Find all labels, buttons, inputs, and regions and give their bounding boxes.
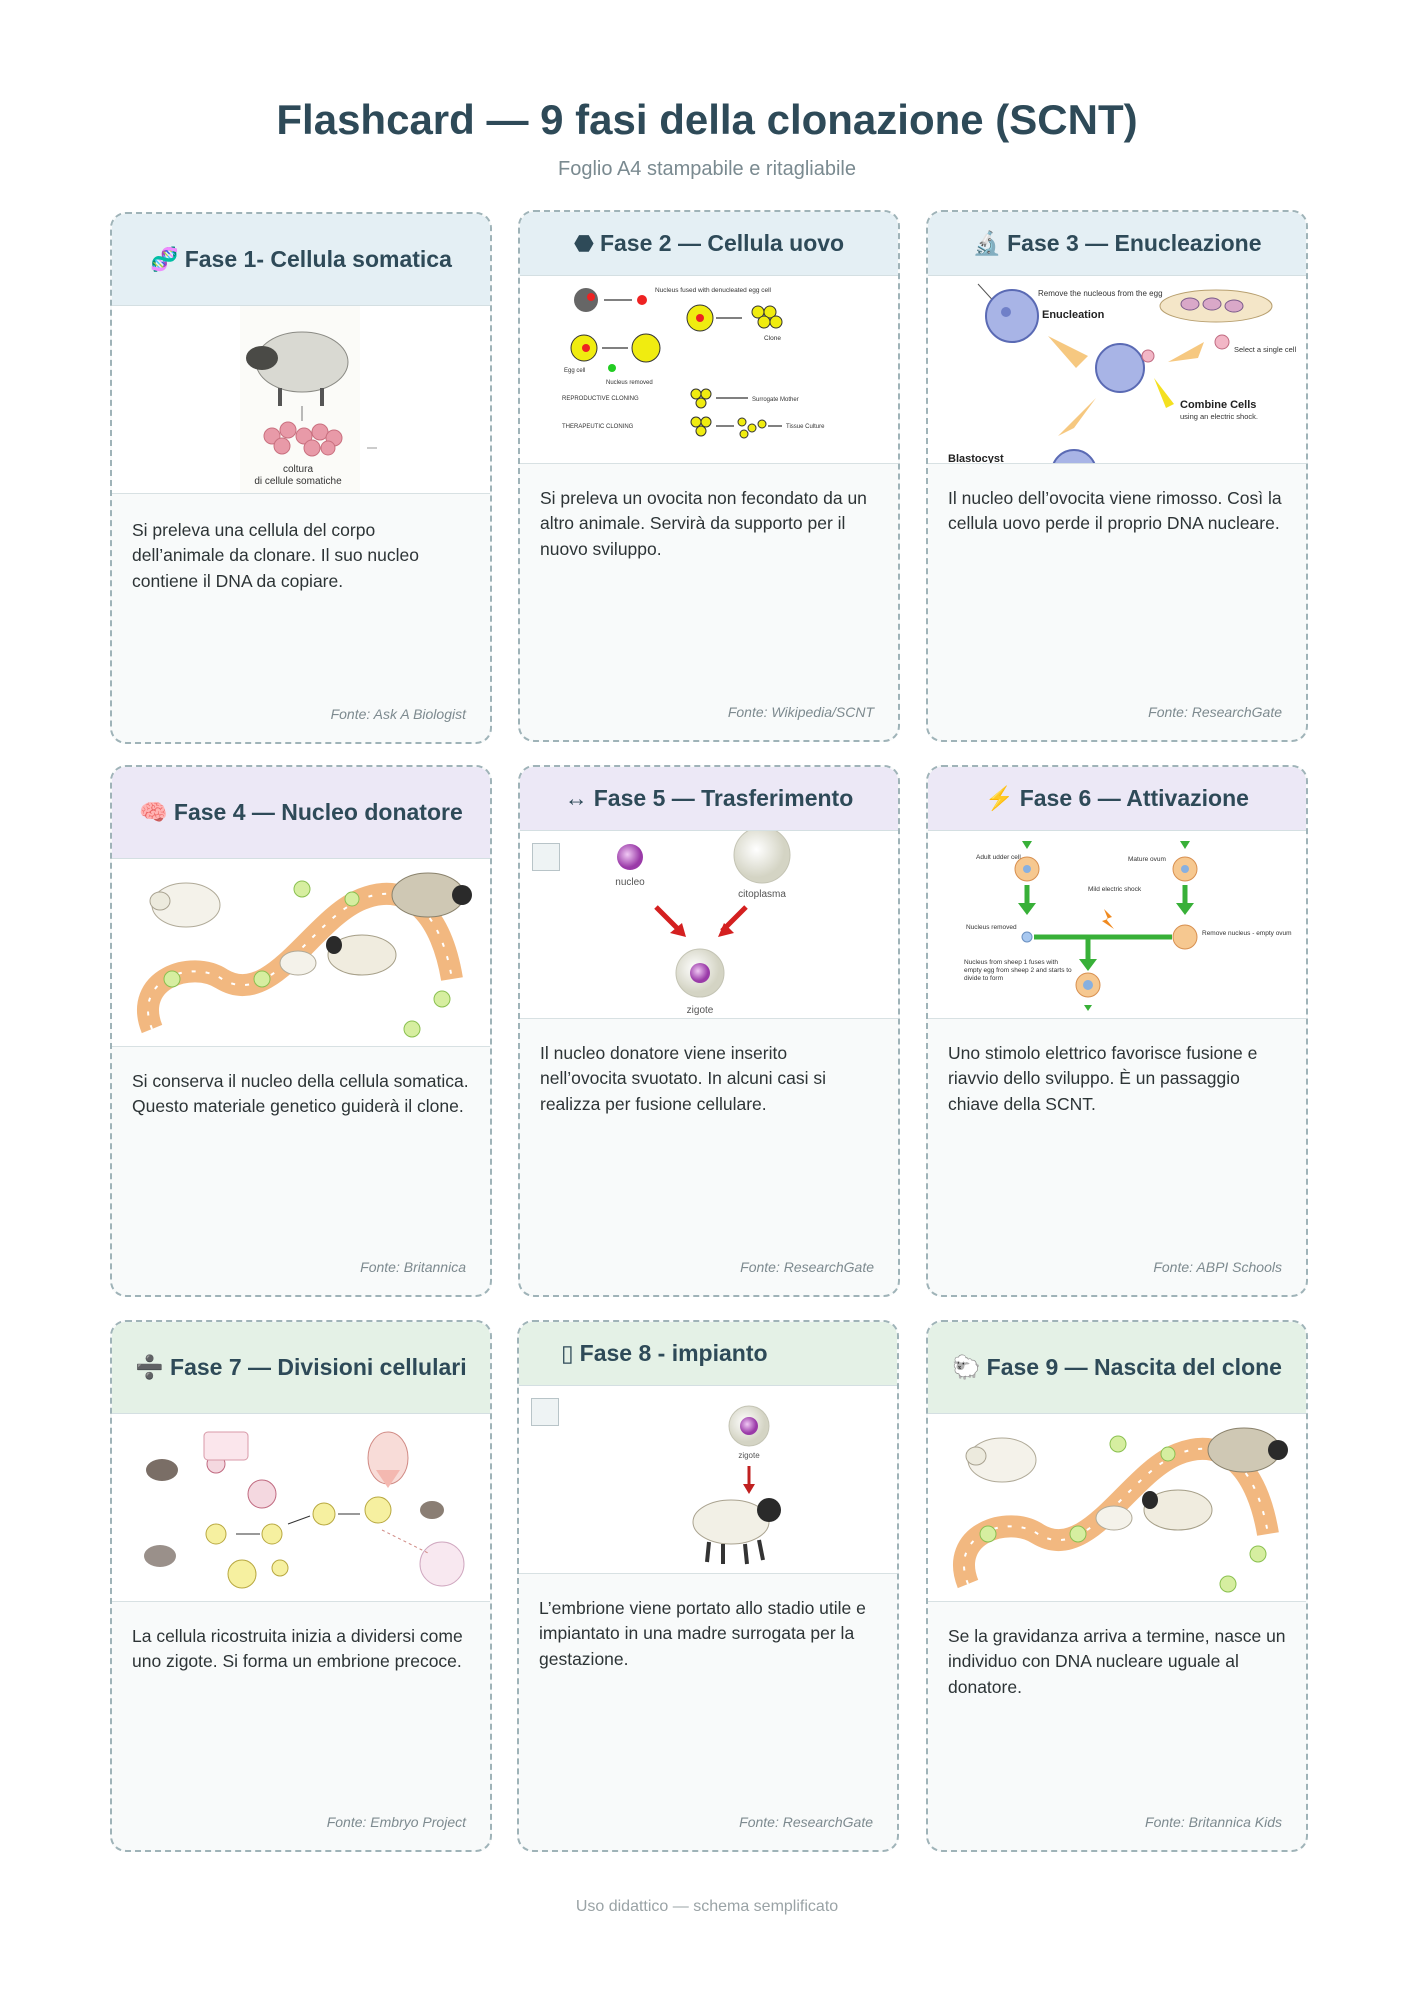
card-header: ⚡ Fase 6 — Attivazione	[928, 767, 1306, 831]
card-title: Fase 3 — Enucleazione	[1007, 229, 1262, 256]
flashcard-fase-7: ➗ Fase 7 — Divisioni cellulari La cellul…	[110, 1320, 492, 1852]
image-label: Remove nucleus - empty ovum	[1202, 930, 1292, 937]
card-text: Si conserva il nucleo della cellula soma…	[132, 1071, 469, 1117]
card-header: 🔬 Fase 3 — Enucleazione	[928, 212, 1306, 276]
image-label: Remove the nucleous from the egg	[1038, 289, 1163, 298]
card-illustration	[112, 1414, 490, 1602]
image-label: REPRODUCTIVE CLONING	[562, 396, 639, 402]
card-header: ▯ Fase 8 - impianto	[519, 1322, 897, 1386]
image-label: nucleo	[615, 877, 645, 888]
image-label: zigote	[687, 1005, 714, 1016]
broken-image-icon	[532, 843, 560, 871]
card-title: Fase 7 — Divisioni cellulari	[170, 1353, 467, 1380]
image-label: Adult udder cell	[976, 854, 1021, 861]
flashcard-fase-9: 🐑 Fase 9 — Nascita del clone Se la gravi…	[926, 1320, 1308, 1852]
card-source: Fonte: ResearchGate	[739, 1814, 873, 1830]
card-header: ↔ Fase 5 — Trasferimento	[520, 767, 898, 831]
card-title: Fase 1- Cellula somatica	[184, 245, 452, 272]
card-title: Fase 9 — Nascita del clone	[986, 1353, 1282, 1380]
card-text: Si preleva una cellula del corpo dell’an…	[132, 520, 419, 591]
card-illustration	[928, 1414, 1306, 1602]
image-label: Nucleus fused with denucleated egg cell	[655, 287, 772, 294]
image-label: Mild electric shock	[1088, 886, 1142, 893]
card-title: Fase 8 - impianto	[579, 1339, 768, 1366]
flashcard-fase-1: 🧬 Fase 1- Cellula somatica coltura di ce…	[110, 212, 492, 744]
page-title: Flashcard — 9 fasi della clonazione (SCN…	[276, 96, 1138, 143]
image-label: Nucleus removed	[606, 380, 653, 386]
card-text: Uno stimolo elettrico favorisce fusione …	[948, 1043, 1258, 1114]
card-source: Fonte: Ask A Biologist	[330, 706, 466, 722]
flashcard-fase-2: ⬣ Fase 2 — Cellula uovo Nucleus fused wi…	[518, 210, 900, 742]
card-title: Fase 5 — Trasferimento	[593, 784, 854, 811]
card-illustration: coltura di cellule somatiche	[112, 306, 490, 494]
image-label: Nucleus removed	[966, 924, 1017, 931]
image-label: Nucleus from sheep 1 fuses with empty eg…	[964, 959, 1072, 983]
flashcard-fase-3: 🔬 Fase 3 — Enucleazione Remove the nucle…	[926, 210, 1308, 742]
flashcard-fase-5: ↔ Fase 5 — Trasferimento nucleo citoplas…	[518, 765, 900, 1297]
card-header: ➗ Fase 7 — Divisioni cellulari	[112, 1322, 490, 1414]
card-text: Se la gravidanza arriva a termine, nasce…	[948, 1626, 1286, 1697]
card-illustration: Adult udder cell Mature ovum Mild electr…	[928, 831, 1306, 1019]
image-label: THERAPEUTIC CLONING	[562, 424, 634, 430]
card-source: Fonte: Britannica Kids	[1145, 1814, 1282, 1830]
image-label: Clone	[764, 335, 781, 342]
card-illustration	[112, 859, 490, 1047]
brain-icon: 🧠	[139, 798, 168, 825]
card-source: Fonte: Wikipedia/SCNT	[727, 704, 874, 720]
image-label: Blastocyst	[948, 453, 1004, 464]
card-illustration: zigote	[519, 1386, 897, 1574]
card-header: ⬣ Fase 2 — Cellula uovo	[520, 212, 898, 276]
image-label: Select a single cell	[1234, 345, 1296, 354]
card-illustration: Nucleus fused with denucleated egg cell …	[520, 276, 898, 464]
card-title: Fase 4 — Nucleo donatore	[173, 798, 463, 825]
flashcard-fase-6: ⚡ Fase 6 — Attivazione Adult udder cell …	[926, 765, 1308, 1297]
card-title: Fase 6 — Attivazione	[1019, 784, 1249, 811]
image-label: Egg cell	[564, 368, 585, 374]
page-footer: Uso didattico — schema semplificato	[575, 1898, 839, 1915]
image-label: Surrogate Mother	[752, 397, 799, 403]
card-title: Fase 2 — Cellula uovo	[599, 229, 845, 256]
card-text: L’embrione viene portato allo stadio uti…	[539, 1598, 866, 1669]
microscope-icon: 🔬	[972, 229, 1002, 256]
image-label: Combine Cells	[1180, 399, 1256, 411]
card-illustration: Remove the nucleous from the egg Enuclea…	[928, 276, 1306, 464]
dna-icon: 🧬	[150, 245, 179, 272]
flashcard-fase-8: ▯ Fase 8 - impianto zigote L’embrione vi…	[517, 1320, 899, 1852]
image-label: Mature ovum	[1128, 856, 1166, 863]
lightning-icon: ⚡	[985, 784, 1014, 811]
card-text: Si preleva un ovocita non fecondato da u…	[540, 488, 867, 559]
card-source: Fonte: ResearchGate	[740, 1259, 874, 1275]
image-caption: di cellule somatiche	[254, 476, 342, 487]
divide-icon: ➗	[135, 1353, 165, 1380]
broken-image-icon	[531, 1398, 559, 1426]
card-text: Il nucleo donatore viene inserito nell’o…	[540, 1043, 826, 1114]
flashcard-fase-4: 🧠 Fase 4 — Nucleo donatore Si conserva i…	[110, 765, 492, 1297]
image-label: Enucleation	[1042, 309, 1105, 321]
page-subtitle: Foglio A4 stampabile e ritagliabile	[558, 158, 856, 180]
card-text: Il nucleo dell’ovocita viene rimosso. Co…	[948, 488, 1282, 534]
image-label: Tissue Culture	[786, 424, 825, 430]
card-illustration: nucleo citoplasma zigote	[520, 831, 898, 1019]
card-source: Fonte: ResearchGate	[1148, 704, 1282, 720]
card-source: Fonte: Britannica	[360, 1259, 466, 1275]
card-header: 🧬 Fase 1- Cellula somatica	[112, 214, 490, 306]
card-text: La cellula ricostruita inizia a dividers…	[132, 1626, 463, 1672]
image-label: using an electric shock.	[1180, 412, 1258, 421]
card-header: 🐑 Fase 9 — Nascita del clone	[928, 1322, 1306, 1414]
card-source: Fonte: Embryo Project	[326, 1814, 466, 1830]
missing-glyph-icon: ▯	[561, 1339, 574, 1366]
card-header: 🧠 Fase 4 — Nucleo donatore	[112, 767, 490, 859]
card-source: Fonte: ABPI Schools	[1153, 1259, 1282, 1275]
sheep-icon: 🐑	[952, 1353, 981, 1380]
arrows-horizontal-icon: ↔	[564, 784, 588, 811]
image-label: zigote	[738, 1451, 760, 1460]
image-label: citoplasma	[738, 889, 786, 900]
image-caption: coltura	[283, 464, 313, 475]
egg-icon: ⬣	[573, 229, 594, 256]
